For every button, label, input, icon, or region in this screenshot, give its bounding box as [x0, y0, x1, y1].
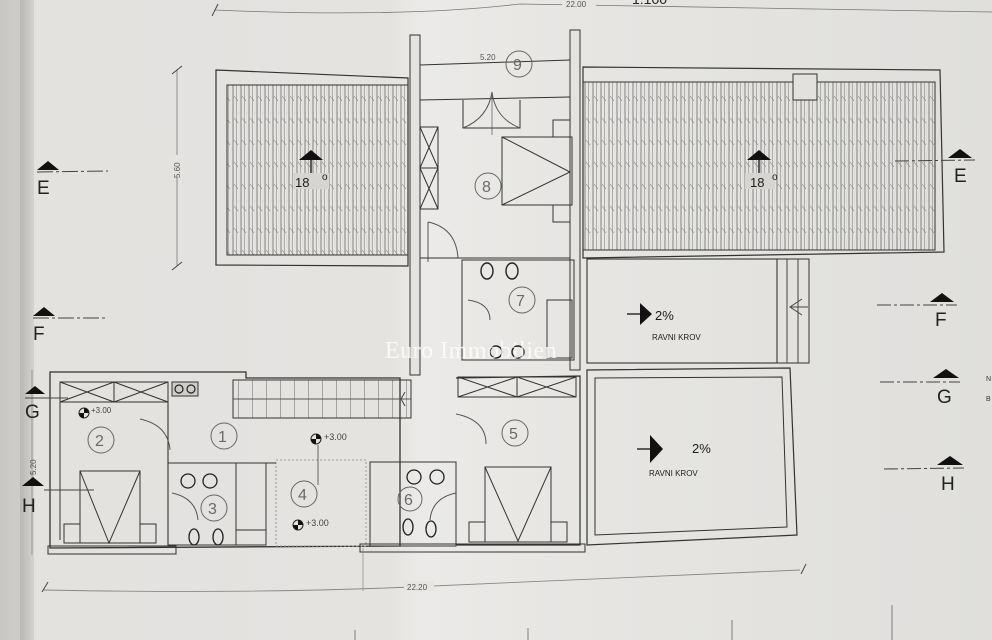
flat-roof-upper: 2% RAVNI KROV	[586, 258, 810, 364]
degree-symbol: o	[772, 172, 778, 183]
room-number: 3	[208, 501, 217, 518]
elevation-label: +3.00	[91, 406, 112, 415]
room-2: 2	[87, 426, 115, 454]
flat-roof-upper-slope: 2%	[655, 308, 674, 323]
dimension-bottom: 22.20	[41, 548, 807, 593]
section-letter: G	[25, 402, 40, 423]
section-marker-left-e: E	[36, 161, 109, 199]
room-number: 1	[218, 429, 227, 446]
elevation-marker: +3.00	[292, 518, 329, 531]
room-number: 5	[509, 426, 518, 443]
section-marker-left-h: H	[22, 477, 94, 517]
section-marker-right-f: F	[877, 293, 957, 331]
section-letter: H	[941, 474, 955, 495]
room-1: 1	[210, 422, 238, 450]
section-letter: F	[935, 310, 947, 331]
edge-text-fragment: B	[986, 396, 991, 403]
section-letter: E	[954, 166, 967, 187]
degree-symbol: o	[322, 172, 328, 183]
roof-slope-left: 18	[295, 175, 309, 190]
slope-arrow-icon	[299, 150, 323, 160]
room-number: 8	[482, 179, 491, 196]
room-number: 4	[298, 487, 307, 504]
room-3: 3	[200, 494, 228, 522]
elevation-label: +3.00	[306, 518, 329, 528]
slope-arrow-icon	[650, 435, 663, 463]
central-block: 5.20	[409, 29, 581, 376]
section-marker-right-e: E	[894, 149, 976, 187]
dimension-left-lower: 5.20	[29, 370, 38, 555]
dimension-top-label: 22.00	[566, 0, 587, 9]
slope-arrow-icon	[747, 150, 771, 160]
room-number: 9	[513, 57, 522, 74]
flat-roof-lower-label: RAVNI KROV	[649, 469, 698, 478]
roof-slope-right: 18	[750, 175, 764, 190]
room-7-bathroom: 7	[461, 259, 575, 361]
elevation-marker: +3.00	[310, 432, 347, 445]
pitched-roof-left: 18 o	[215, 69, 409, 267]
room-9: 9	[505, 50, 533, 78]
room-number: 7	[516, 293, 525, 310]
dimension-bottom-label: 22.20	[407, 583, 428, 592]
elevation-label: +3.00	[324, 432, 347, 442]
room-4: 4	[290, 480, 318, 508]
scale-fragment: 1:100	[632, 0, 667, 7]
section-letter: H	[22, 496, 36, 517]
dimension-left-roof-label: 5.60	[173, 162, 182, 178]
dimension-left-roof: 5.60	[170, 65, 184, 271]
section-marker-right-g: G	[880, 369, 960, 408]
lower-wing	[47, 371, 586, 555]
chimney	[792, 73, 818, 101]
dimension-left-lower-label: 5.20	[29, 459, 38, 475]
edge-text-fragment: N	[986, 376, 991, 383]
slope-arrow-icon	[640, 303, 652, 325]
flat-roof-lower-slope: 2%	[692, 441, 711, 456]
room-6: 6	[397, 486, 423, 512]
pitched-roof-right: 18 o	[582, 66, 945, 259]
section-marker-left-g: G	[25, 386, 68, 423]
dimension-center-label: 5.20	[480, 53, 496, 62]
elevation-marker: +3.00	[78, 406, 112, 419]
flat-roof-upper-label: RAVNI KROV	[652, 333, 701, 342]
section-letter: G	[937, 387, 952, 408]
section-marker-left-f: F	[33, 307, 105, 345]
section-marker-right-h: H	[883, 456, 965, 495]
section-letter: E	[37, 178, 50, 199]
section-letter: F	[33, 324, 45, 345]
room-8: 8	[474, 172, 502, 200]
room-5: 5	[501, 419, 529, 447]
dimension-top: 22.00 1:100	[211, 0, 992, 17]
room-number: 6	[404, 492, 413, 509]
flat-roof-lower: 2% RAVNI KROV	[586, 367, 798, 546]
room-number: 2	[95, 433, 104, 450]
